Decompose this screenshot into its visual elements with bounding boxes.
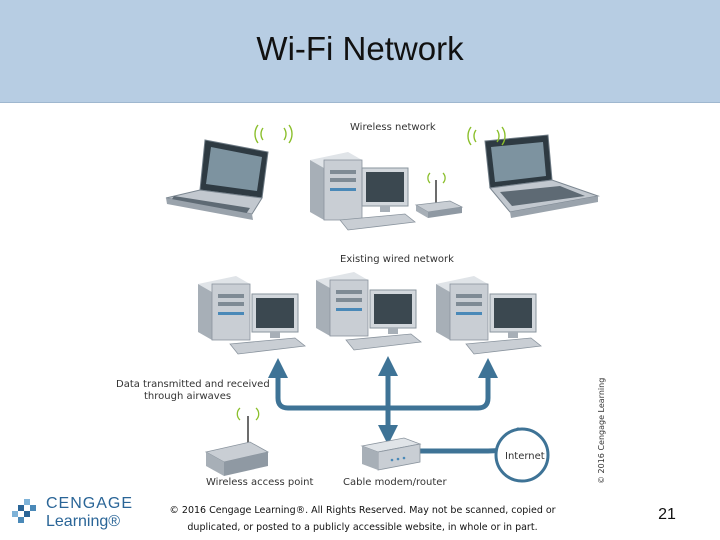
desktop-tower-icon	[436, 276, 489, 341]
keyboard-icon	[339, 213, 416, 231]
wired-connector-lines	[268, 356, 521, 454]
logo-cengage-text: CENGAGE	[46, 495, 134, 512]
wifi-network-diagram: Wireless network	[116, 122, 606, 488]
laptop-right-icon	[484, 134, 600, 218]
wireless-access-point-icon	[204, 416, 270, 476]
vertical-copyright: © 2016 Cengage Learning	[597, 378, 606, 484]
label-internet: Internet	[505, 451, 545, 462]
wireless-signal-icon	[236, 407, 260, 421]
keyboard-icon	[229, 337, 306, 355]
label-wireless-access-point: Wireless access point	[206, 477, 313, 488]
monitor-icon	[251, 293, 299, 338]
label-data-transmitted-line1: Data transmitted and received	[116, 379, 270, 390]
cengage-logo-mark-icon	[12, 499, 36, 523]
wireless-router-icon	[414, 180, 464, 218]
desktop-tower-icon	[198, 276, 251, 341]
keyboard-icon	[465, 337, 542, 355]
internet-cloud-icon	[494, 427, 550, 483]
wireless-signal-icon	[427, 172, 446, 184]
cengage-logo: CENGAGE Learning®	[12, 493, 142, 535]
title-bar: Wi-Fi Network	[0, 0, 720, 103]
label-wireless-network: Wireless network	[350, 122, 436, 133]
monitor-icon	[369, 289, 417, 334]
monitor-icon	[361, 167, 409, 212]
laptop-left-icon	[165, 139, 269, 220]
desktop-tower-icon	[316, 272, 369, 337]
wireless-signal-icon	[254, 124, 293, 144]
cable-modem-router-icon	[360, 437, 422, 471]
desktop-tower-icon	[310, 152, 363, 221]
label-existing-wired-network: Existing wired network	[340, 254, 454, 265]
label-data-transmitted-line2: through airwaves	[144, 391, 231, 402]
footer-copyright: © 2016 Cengage Learning®. All Rights Res…	[169, 505, 556, 533]
page-number: 21	[658, 506, 676, 523]
monitor-icon	[489, 293, 537, 338]
logo-learning-text: Learning®	[46, 513, 121, 530]
slide-title: Wi-Fi Network	[256, 30, 464, 67]
wireless-signal-icon	[467, 126, 506, 146]
label-cable-modem-router: Cable modem/router	[343, 477, 447, 488]
keyboard-icon	[345, 333, 422, 351]
